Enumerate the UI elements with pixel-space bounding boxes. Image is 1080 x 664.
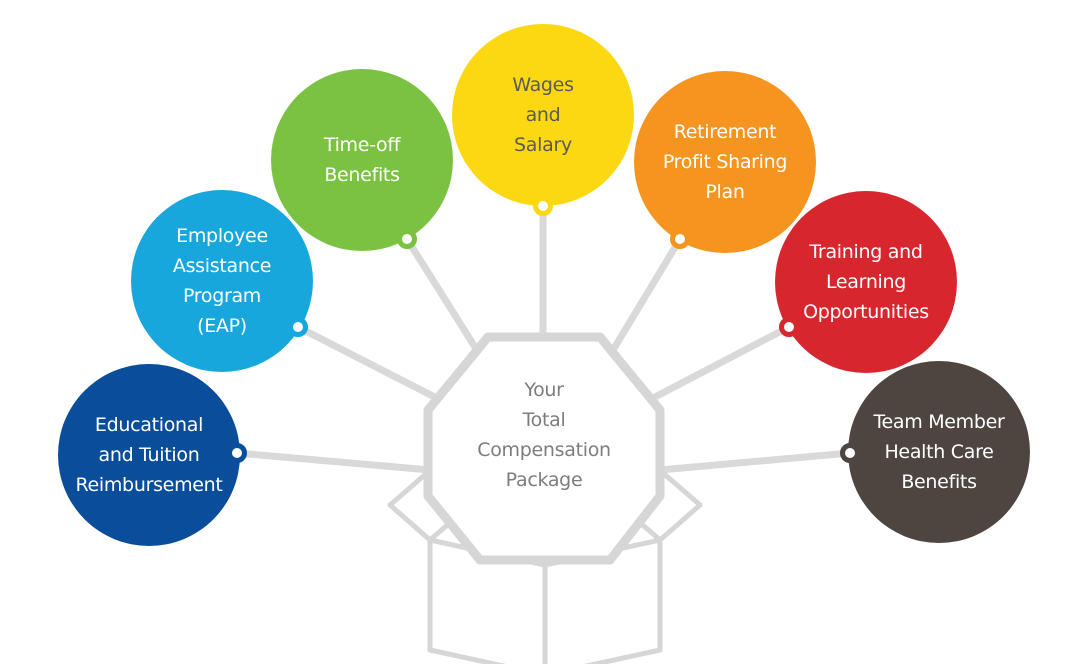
dot-training-and-learning-opportunities	[779, 317, 799, 337]
connector-dots	[227, 196, 860, 463]
center-octagon	[423, 332, 665, 565]
connector-team-member-health-care-benefits	[656, 449, 854, 474]
center-line-1: Your	[524, 379, 564, 401]
connector-training-and-learning-opportunities	[626, 323, 793, 414]
bubble-employee-assistance-program	[131, 190, 313, 372]
bubble-educational-and-tuition-reimbursement	[58, 364, 240, 546]
center-label: Your Total Compensation Package	[448, 373, 640, 497]
bubble-training-and-learning-opportunities	[775, 191, 957, 373]
center-line-2: Total	[522, 409, 566, 431]
dot-employee-assistance-program	[288, 317, 308, 337]
connector-lines	[233, 202, 854, 474]
dot-team-member-health-care-benefits	[840, 443, 860, 463]
center-line-4: Package	[505, 469, 583, 491]
connector-employee-assistance-program	[294, 323, 464, 414]
bubble-team-member-health-care-benefits	[848, 361, 1030, 543]
bubble-retirement-profit-sharing-plan	[634, 71, 816, 253]
component-bubbles	[58, 24, 1030, 546]
bubble-wages-and-salary	[452, 24, 634, 206]
center-line-3: Compensation	[477, 439, 611, 461]
connector-time-off-benefits	[403, 235, 484, 359]
dot-time-off-benefits	[397, 229, 417, 249]
bubble-time-off-benefits	[271, 69, 453, 251]
dot-wages-and-salary	[533, 196, 553, 216]
dot-retirement-profit-sharing-plan	[670, 229, 690, 249]
connector-educational-and-tuition-reimbursement	[233, 449, 434, 474]
connector-retirement-profit-sharing-plan	[606, 235, 684, 359]
dot-educational-and-tuition-reimbursement	[227, 443, 247, 463]
